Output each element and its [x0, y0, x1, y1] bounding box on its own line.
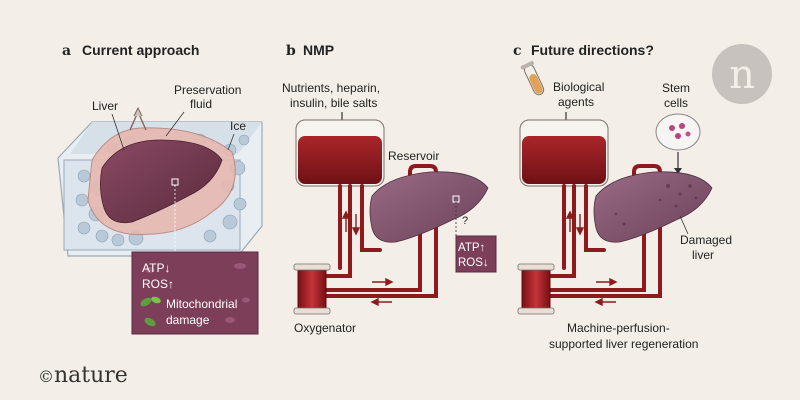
tubing-c	[548, 164, 662, 298]
damaged-leader	[679, 215, 689, 235]
nutrients-label-2: insulin, bile salts	[290, 96, 377, 110]
test-tube-icon	[520, 60, 545, 96]
bio-label-2: agents	[558, 95, 594, 109]
liver-damage-spots	[614, 184, 698, 226]
box-ros: ROS↑	[142, 277, 174, 291]
preservation-leader	[165, 111, 185, 137]
copyright-symbol: ©	[38, 367, 54, 386]
oxygenator-b	[293, 263, 331, 315]
liver-nmp	[369, 171, 489, 243]
nutrients-label-1: Nutrients, heparin,	[282, 81, 380, 95]
regen-label-2: supported liver regeneration	[549, 337, 698, 351]
tubing-b	[324, 164, 438, 298]
petri-dish-icon	[655, 113, 701, 151]
bio-label-1: Biological	[553, 80, 604, 94]
publisher-name: nature	[54, 363, 128, 388]
reservoir-label: Reservoir	[388, 149, 439, 163]
damaged-label-2: liver	[692, 248, 714, 262]
nmp-atp: ATP↑	[458, 242, 485, 254]
panel-c-title: Future directions?	[531, 42, 654, 58]
oxygenator-label: Oxygenator	[294, 321, 356, 335]
stem-label-2: cells	[664, 96, 688, 110]
damaged-label-1: Damaged	[680, 233, 732, 247]
mitochondria-icon	[140, 296, 161, 327]
panel-b-title: NMP	[303, 42, 334, 58]
damaged-liver	[593, 171, 713, 243]
reservoir-c	[519, 119, 609, 187]
logo-letter: n	[729, 52, 755, 98]
nature-logo-icon: n	[712, 44, 772, 104]
preservation-label-1: Preservation	[174, 83, 241, 97]
liver-label: Liver	[92, 99, 118, 113]
ice-label: Ice	[230, 119, 246, 133]
oxygenator-c	[517, 263, 555, 315]
preservation-label-2: fluid	[190, 97, 212, 111]
flow-arrows-c	[565, 210, 618, 307]
panel-a-title: Current approach	[82, 42, 199, 58]
ice-leader	[227, 133, 235, 151]
liver-in-ice	[100, 139, 223, 224]
panel-b-letter: b	[286, 43, 296, 59]
reservoir-b	[295, 119, 385, 187]
nmp-ros: ROS↓	[458, 257, 489, 269]
box-atp: ATP↓	[142, 261, 170, 275]
regen-label-1: Machine-perfusion-	[567, 321, 670, 335]
stem-label-1: Stem	[662, 81, 690, 95]
mito-label-2: damage	[166, 313, 210, 327]
panel-a-letter: a	[62, 43, 71, 59]
nmp-info-box	[455, 235, 497, 273]
flow-arrows-b	[341, 210, 394, 307]
stem-arrowhead	[674, 168, 682, 174]
liver-leader	[111, 113, 125, 151]
nmp-question: ?	[462, 215, 468, 227]
panel-c-letter: c	[513, 43, 522, 59]
mito-label-1: Mitochondrial	[166, 297, 237, 311]
